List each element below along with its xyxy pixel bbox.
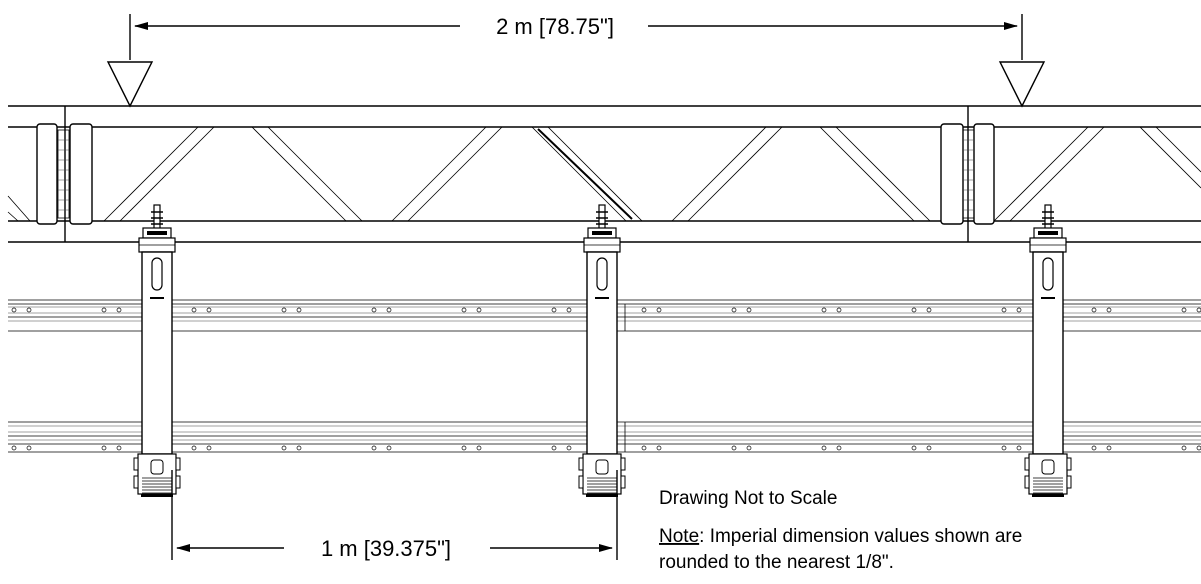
support-triangle-left [106, 61, 154, 108]
rail-hole [191, 445, 197, 451]
rail-hole [551, 445, 557, 451]
top-dimension-label: 2 m [78.75"] [496, 14, 614, 39]
rail-hole [926, 307, 932, 313]
rail-hole [656, 307, 662, 313]
note-text-1: : Imperial dimension values shown are [699, 526, 1022, 547]
rail-hole [641, 445, 647, 451]
rail-hole [731, 445, 737, 451]
drawing-scale-note: Drawing Not to Scale [659, 488, 837, 509]
top-dimension: 2 m [78.75"] [129, 14, 1023, 60]
note-line-1: Note: Imperial dimension values shown ar… [659, 526, 1022, 547]
rail-hole [656, 445, 662, 451]
rail-hole [566, 307, 572, 313]
rail-hole [296, 307, 302, 313]
rail-hole [1016, 445, 1022, 451]
rail-hole [1196, 445, 1201, 451]
rail-hole [371, 307, 377, 313]
rail-hole [101, 445, 107, 451]
rail-hole [566, 445, 572, 451]
rail-hole [746, 307, 752, 313]
rail-hole [116, 445, 122, 451]
bottom-dimension-label: 1 m [39.375"] [321, 536, 451, 561]
rail-hole [1196, 307, 1201, 313]
rail-hole [821, 307, 827, 313]
bottom-dimension: 1 m [39.375"] [171, 470, 618, 561]
rail-hole [191, 307, 197, 313]
rail-hole [926, 445, 932, 451]
coupler-left [36, 123, 93, 225]
note-line-2: rounded to the nearest 1/8". [659, 552, 894, 573]
rail-hole [821, 445, 827, 451]
hanger-clamp [133, 204, 181, 497]
rail-hole [911, 307, 917, 313]
coupler-right [940, 123, 995, 225]
rail-hole [11, 307, 17, 313]
rail-hole [641, 307, 647, 313]
rail-hole [911, 445, 917, 451]
rail-hole [476, 307, 482, 313]
rail-hole [386, 445, 392, 451]
rail-hole [1181, 307, 1187, 313]
rail-hole [1091, 445, 1097, 451]
truss-diagonals [7, 126, 1201, 222]
rail-hole [836, 307, 842, 313]
support-triangle-right [998, 61, 1046, 108]
rail-hole [116, 307, 122, 313]
hanger-clamp [1024, 204, 1072, 497]
rail-hole [1016, 307, 1022, 313]
truss-section [7, 105, 1201, 243]
rail-hole [281, 307, 287, 313]
rail-hole [1106, 307, 1112, 313]
rail-hole [1001, 445, 1007, 451]
rail-hole [731, 307, 737, 313]
note-label: Note [659, 526, 699, 547]
rail-hole [461, 307, 467, 313]
rail-hole [206, 445, 212, 451]
rail-hole [26, 445, 32, 451]
rail-hole [461, 445, 467, 451]
rail-hole [476, 445, 482, 451]
rail-hole [386, 307, 392, 313]
rail-hole [1001, 307, 1007, 313]
notes-block: Drawing Not to Scale Note: Imperial dime… [659, 488, 1022, 573]
rail-hole [551, 307, 557, 313]
rail-hole [296, 445, 302, 451]
rail-hole [281, 445, 287, 451]
rail-hole [371, 445, 377, 451]
rail-hole [1106, 445, 1112, 451]
rail-hole [26, 307, 32, 313]
rail-hole [206, 307, 212, 313]
rail-hole [1091, 307, 1097, 313]
rail-hole [746, 445, 752, 451]
rail-hole [836, 445, 842, 451]
rail-hole [1181, 445, 1187, 451]
rail-hole [11, 445, 17, 451]
rail-hole [101, 307, 107, 313]
hanger-clamp [578, 204, 626, 497]
